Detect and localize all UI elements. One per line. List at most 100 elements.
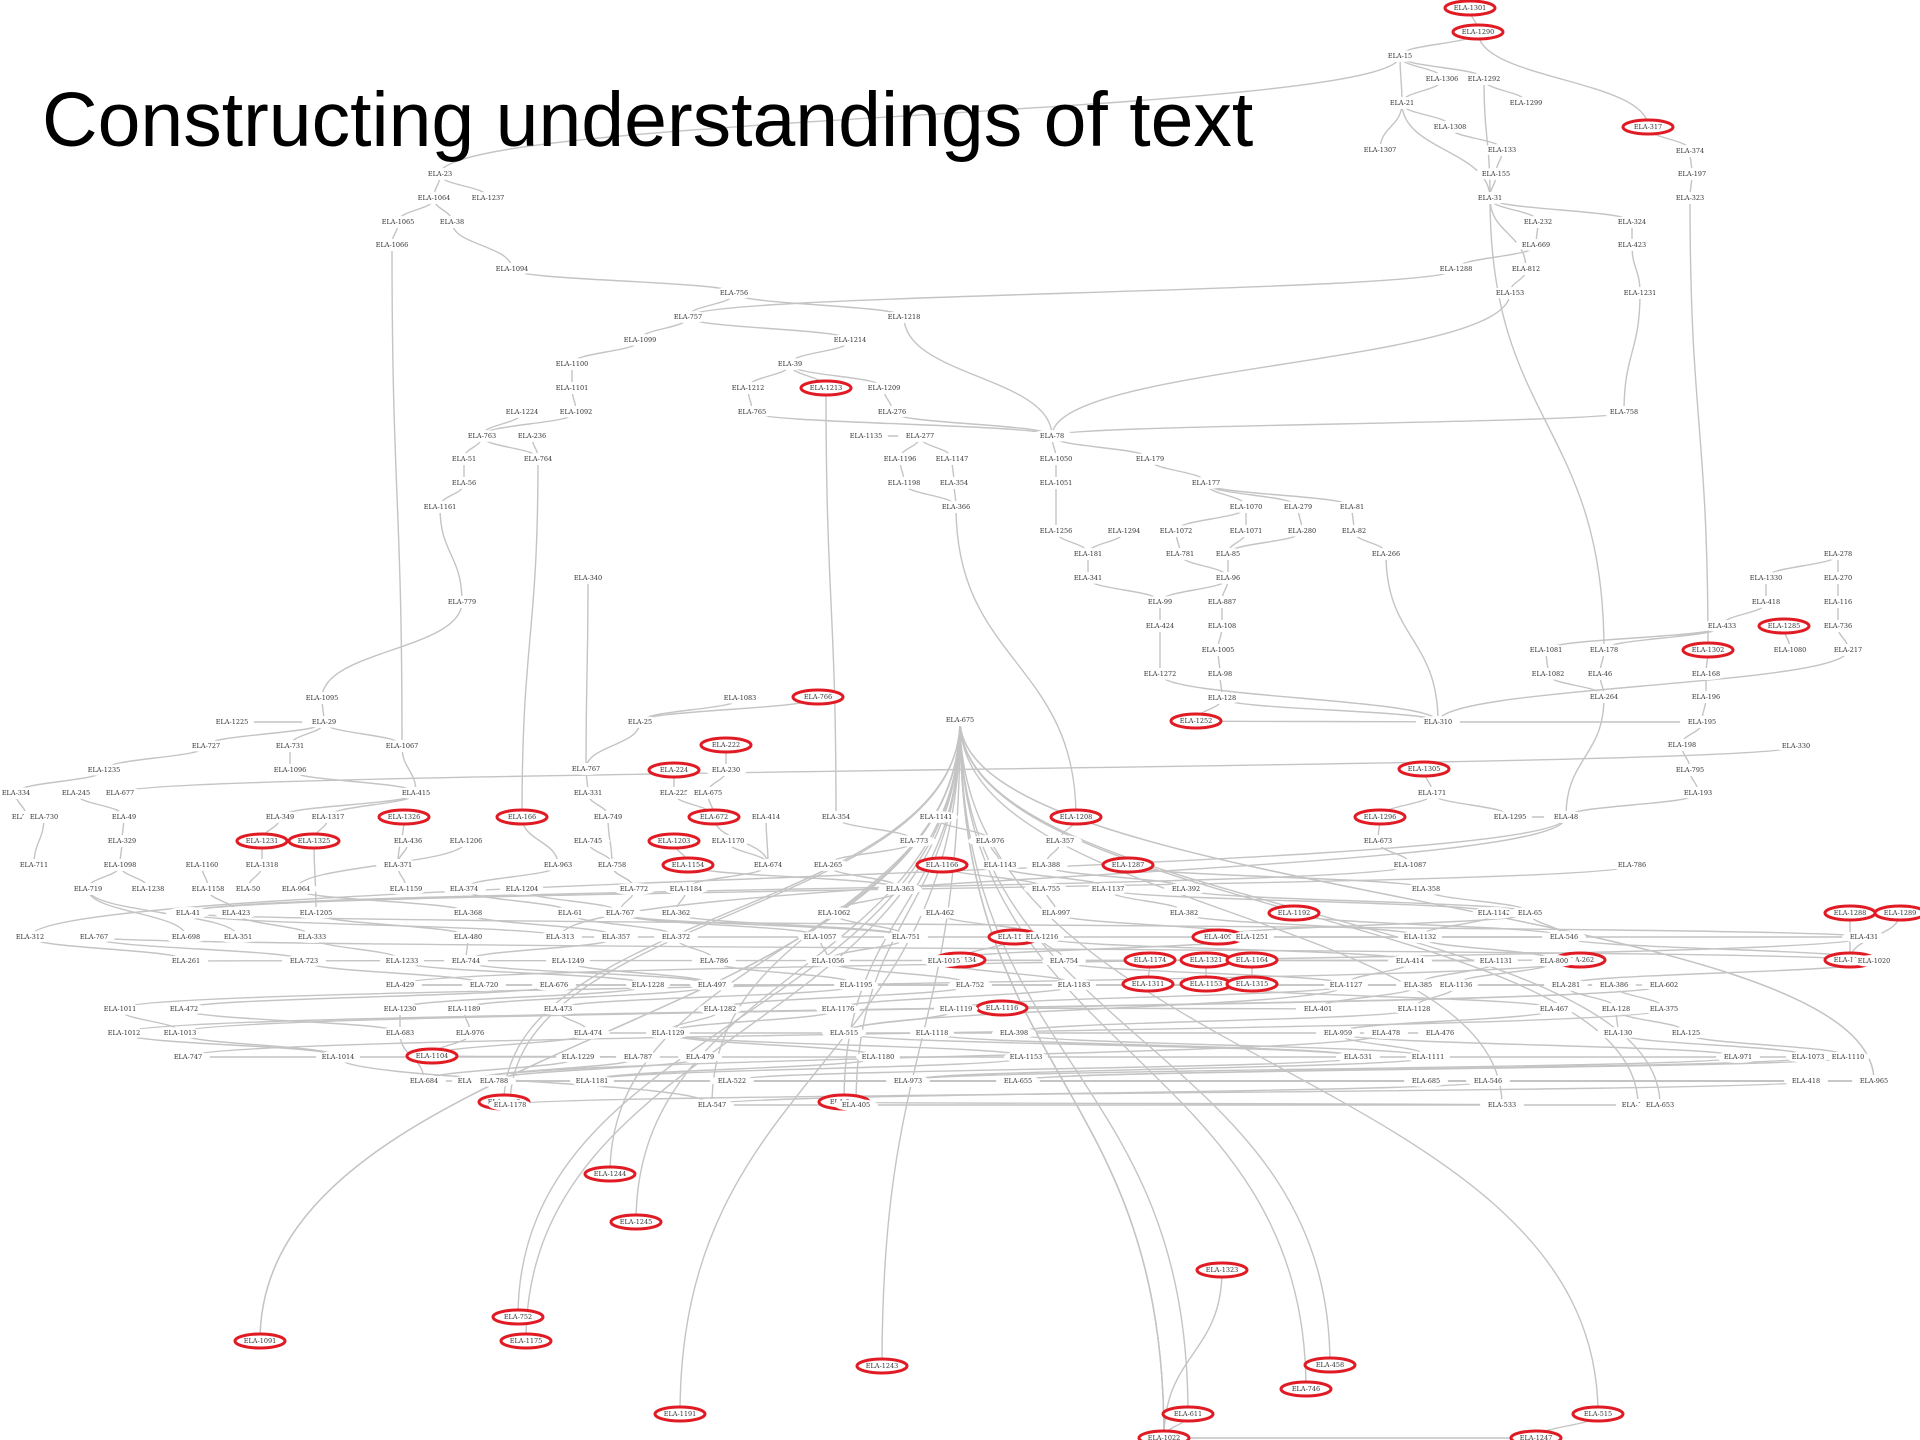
graph-node: ELA-236 (510, 430, 554, 442)
node-background (692, 955, 736, 967)
node-background (1324, 979, 1368, 991)
graph-node: ELA-800 (1532, 955, 1576, 967)
graph-node: ELA-1238 (126, 883, 170, 895)
highlighted-graph-node: ELA-317 (1621, 118, 1675, 136)
node-background (1200, 692, 1244, 704)
node-label: ELA-1005 (1202, 646, 1235, 654)
highlighted-graph-node: ELA-1323 (1195, 1261, 1249, 1279)
graph-node: ELA-401 (1296, 1003, 1340, 1015)
node-label: ELA-758 (1610, 408, 1638, 416)
graph-node: ELA-414 (744, 811, 788, 823)
node-label: ELA-472 (170, 1005, 198, 1013)
node-highlight-outline (235, 832, 289, 850)
highlighted-graph-node: ELA-611 (1161, 1405, 1215, 1423)
node-label: ELA-1288 (1440, 265, 1473, 273)
node-label: ELA-788 (480, 1077, 508, 1085)
graph-node: ELA-963 (536, 859, 580, 871)
graph-node: ELA-128 (1200, 692, 1244, 704)
graph-node: ELA-196 (1684, 691, 1728, 703)
graph-node: ELA-533 (1480, 1099, 1524, 1111)
node-background (446, 907, 490, 919)
node-label: ELA-1184 (670, 885, 703, 893)
node-background (1592, 979, 1636, 991)
node-background (918, 907, 962, 919)
node-background (932, 477, 976, 489)
node-label: ELA-1141 (920, 813, 953, 821)
node-background (490, 263, 534, 275)
graph-node: ELA-366 (934, 501, 978, 513)
graph-node: ELA-423 (214, 907, 258, 919)
node-background (1784, 1075, 1828, 1087)
graph-edge (1401, 102, 1491, 199)
node-label: ELA-1158 (192, 885, 225, 893)
node-background (98, 859, 142, 871)
node-background (1610, 216, 1654, 228)
node-label: ELA-398 (1000, 1029, 1028, 1037)
graph-node: ELA-751 (884, 931, 928, 943)
node-label: ELA-166 (508, 813, 536, 821)
node-label: ELA-795 (1676, 766, 1704, 774)
graph-edge (87, 888, 187, 938)
node-label: ELA-392 (1172, 885, 1200, 893)
graph-node: ELA-1153 (1004, 1051, 1048, 1063)
highlighted-graph-node: ELA-1175 (499, 1332, 553, 1350)
node-background (1826, 644, 1870, 656)
node-label: ELA-1135 (850, 432, 883, 440)
node-label: ELA-21 (1390, 99, 1414, 107)
node-background (66, 883, 110, 895)
node-background (532, 979, 576, 991)
node-label: ELA-25 (628, 718, 652, 726)
node-label: ELA-1325 (298, 837, 331, 845)
node-label: ELA-1330 (1750, 574, 1783, 582)
node-highlight-outline (1621, 118, 1675, 136)
node-background (1330, 501, 1374, 513)
highlighted-graph-node: ELA-1104 (405, 1047, 459, 1065)
graph-node: ELA-758 (1602, 406, 1646, 418)
node-background (1642, 979, 1686, 991)
graph-node: ELA-351 (216, 931, 260, 943)
graph-node: ELA-1051 (1034, 477, 1078, 489)
node-background (1504, 97, 1548, 109)
node-background (536, 1003, 580, 1015)
node-label: ELA-423 (1618, 241, 1646, 249)
graph-node: ELA-50 (226, 883, 270, 895)
graph-node: ELA-1098 (98, 859, 142, 871)
node-label: ELA-1209 (868, 384, 901, 392)
graph-node: ELA-602 (1642, 979, 1686, 991)
graph-edge (337, 1056, 711, 1106)
node-label: ELA-197 (1678, 170, 1706, 178)
graph-edge (1489, 197, 1605, 651)
graph-node: ELA-382 (1162, 907, 1206, 919)
node-label: ELA-168 (1692, 670, 1720, 678)
node-background (922, 955, 966, 967)
graph-node: ELA-1251 (1230, 931, 1274, 943)
graph-node: ELA-108 (1200, 620, 1244, 632)
node-label: ELA-266 (1372, 550, 1400, 558)
graph-node: ELA-414 (1388, 955, 1432, 967)
node-background (1642, 1003, 1686, 1015)
graph-node: ELA-1288 (1434, 263, 1478, 275)
graph-node: ELA-765 (730, 406, 774, 418)
node-background (1206, 572, 1250, 584)
graph-node: ELA-1080 (1768, 644, 1812, 656)
node-label: ELA-749 (594, 813, 622, 821)
highlighted-graph-node: ELA-1287 (1101, 856, 1155, 874)
graph-edge (1195, 720, 1439, 723)
node-label: ELA-1247 (1520, 1434, 1553, 1440)
graph-edge (315, 912, 469, 938)
node-label: ELA-1191 (664, 1410, 697, 1418)
node-label: ELA-546 (1550, 933, 1578, 941)
graph-node: ELA-333 (290, 931, 334, 943)
graph-edge (1617, 1032, 1809, 1058)
node-background (1596, 1027, 1640, 1039)
graph-edge (1013, 1032, 1429, 1058)
node-label: ELA-1160 (186, 861, 219, 869)
graph-node: ELA-1099 (618, 334, 662, 346)
node-background (1434, 263, 1478, 275)
node-background (1042, 955, 1086, 967)
node-label: ELA-1050 (1040, 455, 1073, 463)
graph-node: ELA-340 (566, 572, 610, 584)
graph-node: ELA-744 (444, 955, 488, 967)
node-background (290, 931, 334, 943)
graph-node: ELA-324 (1610, 216, 1654, 228)
